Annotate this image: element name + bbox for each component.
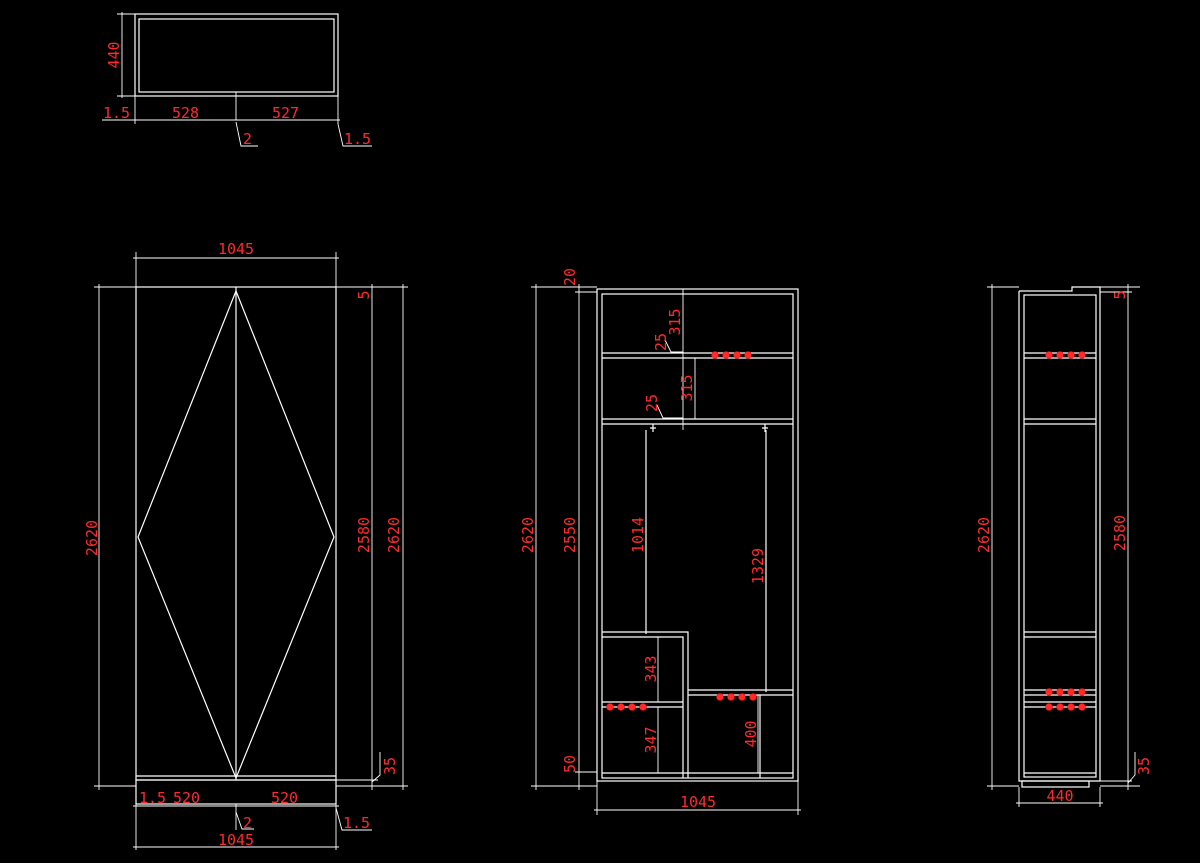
interior-width-label: 1045 (680, 793, 716, 811)
plan-depth-label: 440 (105, 41, 123, 68)
plan-right-width-label: 527 (272, 104, 299, 122)
interior-view: 20 2620 2550 50 315 25 315 25 1014 1329 … (519, 268, 801, 815)
front-left-edge-label: 1.5 (139, 789, 166, 807)
plan-gap-label: 2 (243, 130, 252, 148)
interior-height-inner-label: 2550 (561, 517, 579, 553)
plan-outline (134, 13, 339, 97)
shelf-pins-upper (711, 351, 752, 359)
side-top-gap-label: 5 (1111, 290, 1129, 299)
side-inner-height-label: 2580 (1111, 515, 1129, 551)
interior-rod-left-label: 1014 (629, 517, 647, 553)
front-right-door-label: 520 (271, 789, 298, 807)
front-height-left-label: 2620 (83, 520, 101, 556)
front-bottom-width-label: 1045 (218, 831, 254, 849)
front-plinth-label: 35 (381, 757, 399, 775)
top-view: 440 1.5 528 527 2 1.5 (102, 12, 372, 148)
front-gap-label: 2 (243, 814, 252, 832)
shelf-pins-left (606, 703, 647, 711)
interior-cell-right-label: 400 (742, 720, 760, 747)
interior-board-middle-label: 25 (643, 394, 661, 412)
plan-left-width-label: 528 (172, 104, 199, 122)
side-height-outer-label: 2620 (975, 517, 993, 553)
interior-top-gap-label: 20 (561, 268, 579, 286)
side-pins-upper (1045, 351, 1086, 359)
interior-cell-upper-label: 343 (642, 655, 660, 682)
interior-board-upper-label: 25 (652, 333, 670, 351)
side-inner (1023, 294, 1097, 778)
side-pins-lower (1045, 688, 1086, 711)
interior-outline (596, 288, 799, 782)
interior-cell-lower-label: 347 (642, 726, 660, 753)
side-plinth-label: 35 (1135, 757, 1153, 775)
front-view: 1045 2620 5 2580 2620 35 1.5 520 520 2 1… (83, 240, 408, 850)
front-top-width-label: 1045 (218, 240, 254, 258)
interior-bottom-gap-label: 50 (561, 755, 579, 773)
interior-shelf-middle-label: 315 (678, 374, 696, 401)
plan-left-edge-label: 1.5 (103, 104, 130, 122)
interior-height-outer-label: 2620 (519, 517, 537, 553)
shelf-pins-right (716, 693, 757, 701)
interior-shelf-upper-label: 315 (666, 308, 684, 335)
interior-rod-right-label: 1329 (749, 548, 767, 584)
front-left-door-label: 520 (173, 789, 200, 807)
door-diamond (137, 289, 335, 780)
plan-right-edge-label: 1.5 (344, 130, 371, 148)
front-inner-height-label: 2580 (355, 517, 373, 553)
side-depth-label: 440 (1046, 787, 1073, 805)
side-view: 2620 5 2580 35 440 (975, 284, 1153, 807)
plan-inner (138, 18, 335, 93)
front-right-edge-label: 1.5 (343, 814, 370, 832)
front-top-gap-label: 5 (355, 290, 373, 299)
front-height-right-label: 2620 (385, 517, 403, 553)
interior-inner (601, 293, 794, 779)
